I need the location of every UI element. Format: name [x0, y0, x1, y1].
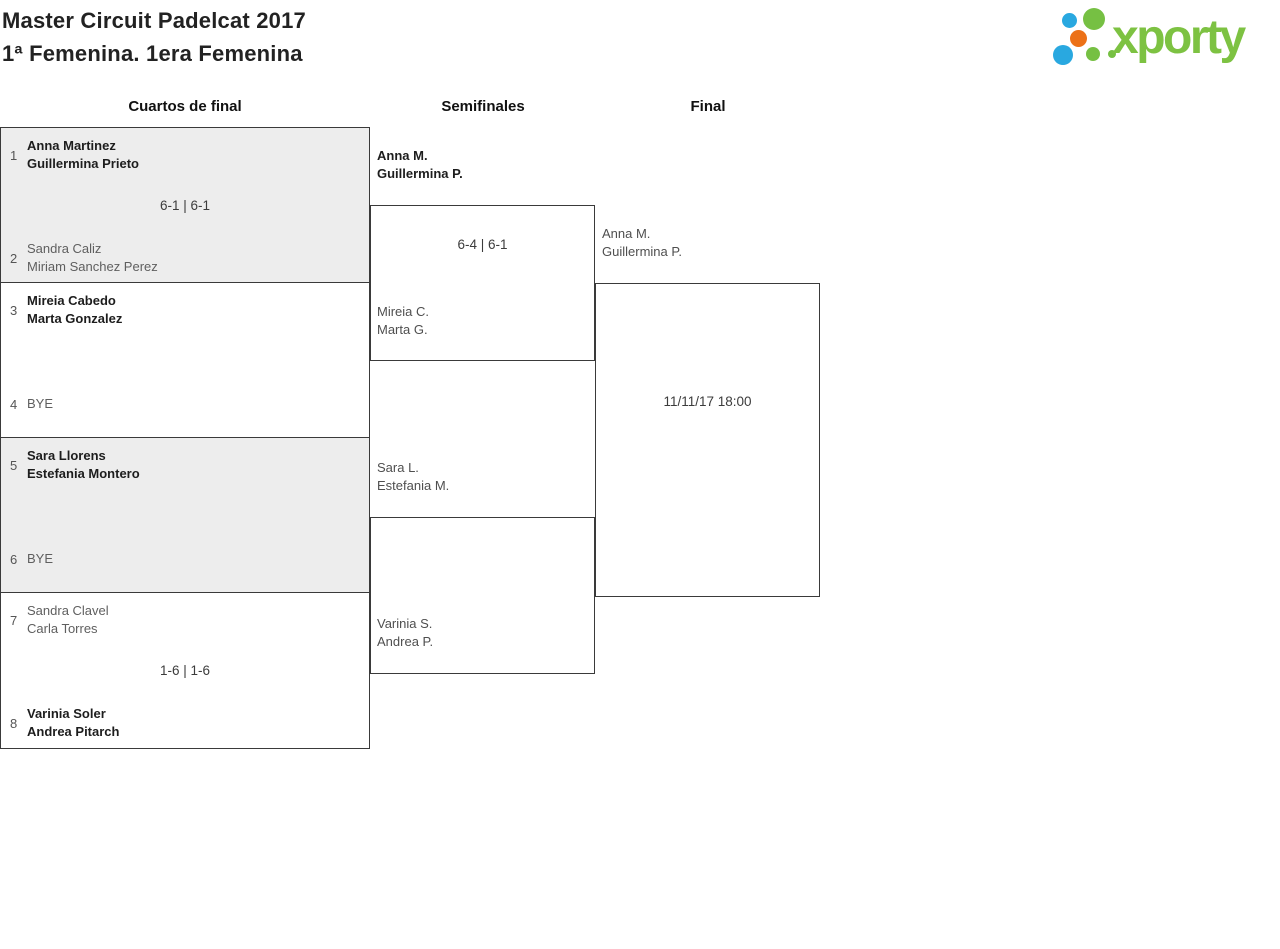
player-name: Miriam Sanchez Perez: [27, 259, 158, 274]
team-row: 8 Varinia Soler Andrea Pitarch: [10, 705, 119, 741]
team-names: BYE: [27, 395, 53, 413]
semifinal-2-team-bottom: Varinia S. Andrea P.: [377, 615, 433, 651]
page-title: Master Circuit Padelcat 2017 1ª Femenina…: [2, 4, 306, 70]
team-names: Sandra Clavel Carla Torres: [27, 602, 109, 638]
team-names: Sara Llorens Estefania Montero: [27, 447, 140, 483]
team-row: 7 Sandra Clavel Carla Torres: [10, 602, 109, 638]
tournament-title: Master Circuit Padelcat 2017: [2, 8, 306, 33]
player-name: Estefania M.: [377, 478, 450, 493]
round-header-quarterfinals: Cuartos de final: [128, 98, 242, 115]
player-name: Varinia S.: [377, 616, 433, 631]
player-name: Sandra Clavel: [27, 603, 109, 618]
team-row: 5 Sara Llorens Estefania Montero: [10, 447, 140, 483]
player-name: Sandra Caliz: [27, 241, 102, 256]
final-match[interactable]: [595, 283, 820, 597]
bye-label: BYE: [27, 551, 54, 566]
player-name: Andrea Pitarch: [27, 724, 120, 739]
player-name: Varinia Soler: [27, 706, 106, 721]
team-row: 3 Mireia Cabedo Marta Gonzalez: [10, 292, 122, 328]
category-subtitle: 1ª Femenina. 1era Femenina: [2, 41, 303, 66]
player-name: Anna Martinez: [27, 138, 116, 153]
logo-dot-green-small-icon: [1086, 47, 1100, 61]
logo-dot-blue-large-icon: [1053, 45, 1073, 65]
seed-number: 8: [10, 715, 18, 731]
quarterfinal-match-4[interactable]: 7 Sandra Clavel Carla Torres 1-6 | 1-6 8…: [0, 592, 370, 749]
player-name: Anna M.: [377, 148, 428, 163]
player-name: Guillermina Prieto: [27, 156, 139, 171]
player-name: Estefania Montero: [27, 466, 140, 481]
seed-number: 1: [10, 147, 18, 163]
logo-dot-orange-icon: [1070, 30, 1087, 47]
player-name: Mireia C.: [377, 304, 430, 319]
seed-number: 2: [10, 250, 18, 266]
player-name: Mireia Cabedo: [27, 293, 116, 308]
team-names: Sandra Caliz Miriam Sanchez Perez: [27, 240, 158, 276]
player-name: Carla Torres: [27, 621, 98, 636]
quarterfinal-match-3[interactable]: 5 Sara Llorens Estefania Montero 6 BYE: [0, 437, 370, 594]
semifinal-1-team-bottom: Mireia C. Marta G.: [377, 303, 429, 339]
team-names: BYE: [27, 550, 53, 568]
seed-number: 3: [10, 302, 18, 318]
player-name: Andrea P.: [377, 634, 434, 649]
player-name: Guillermina P.: [377, 166, 463, 181]
round-header-final: Final: [690, 98, 726, 115]
team-names: Varinia Soler Andrea Pitarch: [27, 705, 119, 741]
player-name: Marta G.: [377, 322, 428, 337]
semifinal-1-score: 6-4 | 6-1: [457, 237, 508, 252]
team-row: 4 BYE: [10, 395, 53, 413]
bye-label: BYE: [27, 396, 54, 411]
player-name: Sara Llorens: [27, 448, 106, 463]
final-team-top: Anna M. Guillermina P.: [602, 225, 682, 261]
player-name: Guillermina P.: [602, 244, 682, 259]
final-match-schedule: 11/11/17 18:00: [663, 394, 752, 409]
seed-number: 6: [10, 551, 18, 567]
player-name: Sara L.: [377, 460, 419, 475]
logo-dot-green-tiny-icon: [1108, 50, 1116, 58]
logo-wordmark: xporty: [1112, 11, 1246, 64]
team-row: 2 Sandra Caliz Miriam Sanchez Perez: [10, 240, 158, 276]
round-header-semifinals: Semifinales: [441, 98, 525, 115]
semifinal-match-1[interactable]: [370, 205, 595, 361]
semifinal-2-team-top: Sara L. Estefania M.: [377, 459, 449, 495]
semifinal-match-2[interactable]: [370, 517, 595, 674]
team-row: 1 Anna Martinez Guillermina Prieto: [10, 137, 139, 173]
team-row: 6 BYE: [10, 550, 53, 568]
seed-number: 7: [10, 612, 18, 628]
player-name: Anna M.: [602, 226, 651, 241]
team-names: Mireia Cabedo Marta Gonzalez: [27, 292, 122, 328]
seed-number: 5: [10, 457, 18, 473]
quarterfinal-match-2[interactable]: 3 Mireia Cabedo Marta Gonzalez 4 BYE: [0, 282, 370, 439]
match-score: 6-1 | 6-1: [159, 198, 211, 213]
player-name: Marta Gonzalez: [27, 311, 123, 326]
match-score: 1-6 | 1-6: [159, 663, 211, 678]
logo-dot-green-large-icon: [1083, 8, 1105, 30]
seed-number: 4: [10, 396, 18, 412]
team-names: Anna Martinez Guillermina Prieto: [27, 137, 139, 173]
logo-dot-blue-small-icon: [1062, 13, 1077, 28]
quarterfinal-match-1[interactable]: 1 Anna Martinez Guillermina Prieto 6-1 |…: [0, 127, 370, 284]
xporty-logo[interactable]: xporty: [0, 0, 1280, 80]
semifinal-1-team-top: Anna M. Guillermina P.: [377, 147, 463, 183]
